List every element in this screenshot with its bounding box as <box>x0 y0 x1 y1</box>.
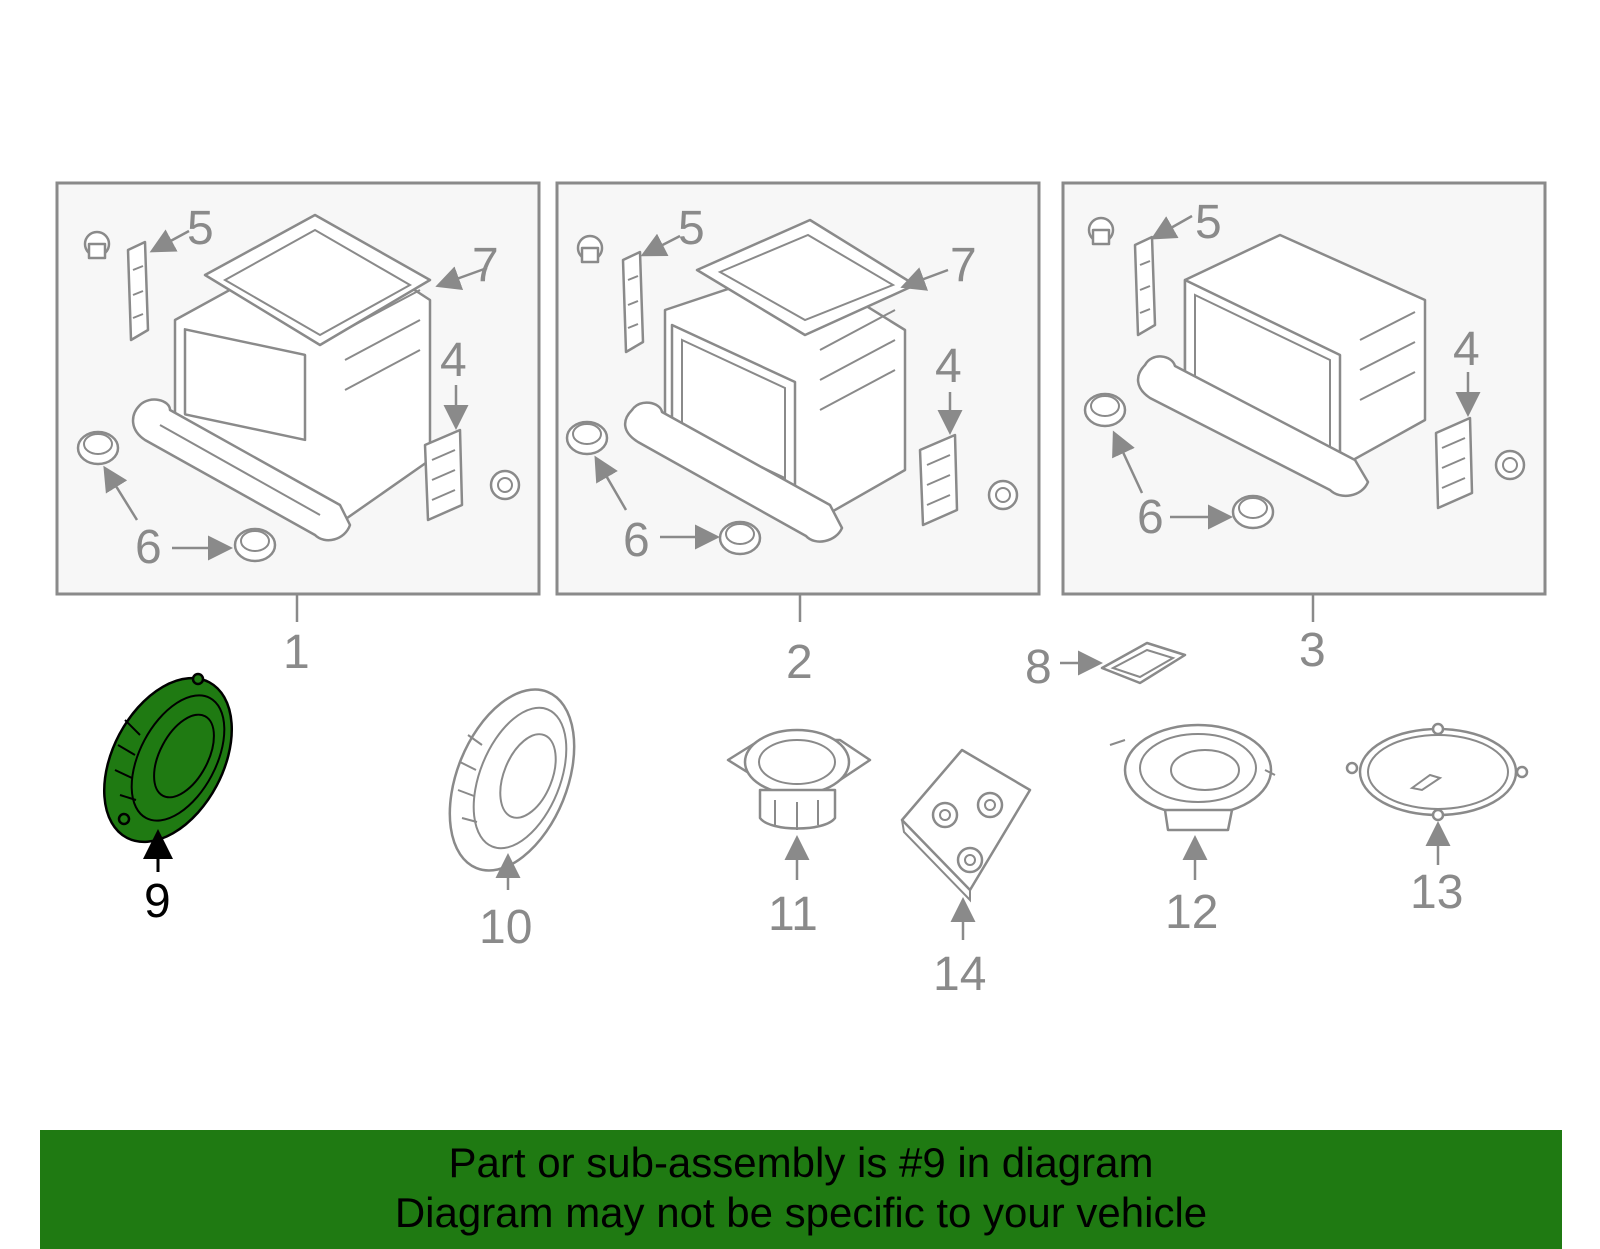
callout-6-box3[interactable]: 6 <box>1137 491 1164 544</box>
banner-line-1: Part or sub-assembly is #9 in diagram <box>448 1139 1154 1186</box>
callout-4-box1[interactable]: 4 <box>440 334 467 387</box>
callout-7-box2[interactable]: 7 <box>950 239 977 292</box>
assembly-box-3: 5 4 6 <box>1061 181 1547 596</box>
info-banner: Part or sub-assembly is #9 in diagram Di… <box>40 1130 1562 1249</box>
callout-2[interactable]: 2 <box>786 636 813 689</box>
screw-box3-top <box>1087 216 1115 246</box>
screw-box1-top <box>83 230 111 260</box>
speaker-part-10 <box>448 688 576 872</box>
callout-4-box3[interactable]: 4 <box>1453 323 1480 376</box>
screw-box2-top <box>576 234 604 264</box>
bracket-5-box3 <box>1133 235 1157 337</box>
callout-11[interactable]: 11 <box>768 888 818 941</box>
callout-9[interactable]: 9 <box>144 875 171 928</box>
callout-10[interactable]: 10 <box>479 901 532 954</box>
callout-1[interactable]: 1 <box>283 626 310 679</box>
radio-unit-1-illustration <box>131 213 432 542</box>
screw-box2-right <box>987 479 1019 511</box>
speaker-part-12 <box>1109 723 1276 832</box>
assembly-box-2: 5 7 4 6 <box>555 181 1041 596</box>
callout-4-box2[interactable]: 4 <box>935 340 962 393</box>
callout-6-box2[interactable]: 6 <box>623 514 650 567</box>
screw-box3-right <box>1494 449 1526 481</box>
callout-6-box1[interactable]: 6 <box>135 521 162 574</box>
bracket-5-box2 <box>621 250 645 354</box>
callout-7-box1[interactable]: 7 <box>472 239 499 292</box>
bracket-4-box3 <box>1434 416 1474 510</box>
bracket-4-box1 <box>423 428 464 522</box>
knob-6a-box2 <box>565 420 609 456</box>
callout-8[interactable]: 8 <box>1025 641 1052 694</box>
gasket-part-8 <box>1100 641 1187 685</box>
callout-5-box3[interactable]: 5 <box>1195 196 1222 249</box>
bracket-5-box1 <box>126 240 150 342</box>
knob-6b-box1 <box>233 527 277 563</box>
speaker-seal-part-13 <box>1345 722 1529 822</box>
callout-5-box2[interactable]: 5 <box>678 202 705 255</box>
amplifier-part-14 <box>900 748 1032 903</box>
knob-6b-box3 <box>1231 494 1275 530</box>
knob-6a-box3 <box>1083 392 1127 428</box>
callout-3[interactable]: 3 <box>1299 624 1326 677</box>
callout-13[interactable]: 13 <box>1410 866 1463 919</box>
knob-6b-box2 <box>718 520 762 556</box>
radio-unit-3-illustration <box>1136 233 1427 498</box>
callout-14[interactable]: 14 <box>933 948 986 1001</box>
bracket-4-box2 <box>918 433 959 527</box>
callout-12[interactable]: 12 <box>1165 886 1218 939</box>
callout-5-box1[interactable]: 5 <box>187 202 214 255</box>
speaker-part-11 <box>726 728 872 830</box>
speaker-part-9-highlighted[interactable] <box>78 656 258 863</box>
screw-box1-right <box>489 469 521 501</box>
banner-line-2: Diagram may not be specific to your vehi… <box>394 1189 1208 1236</box>
radio-unit-2-illustration <box>624 218 917 543</box>
knob-6a-box1 <box>76 430 120 466</box>
assembly-box-1: 5 7 4 6 <box>55 181 541 596</box>
